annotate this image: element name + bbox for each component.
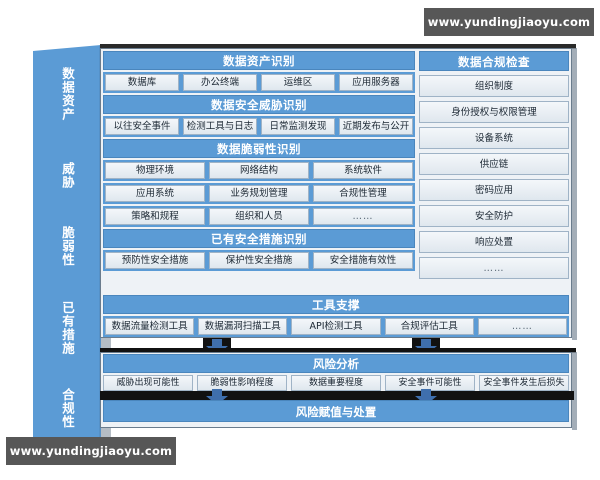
chip-row-vulnerability-1: 物理环境 网络结构 系统软件 [103,160,415,181]
chip-organization-people[interactable]: 组织和人员 [209,208,309,225]
tool-support-block: 工具支撑 数据流量检测工具 数据漏洞扫描工具 API检测工具 合规评估工具 …… [103,295,569,339]
chip-physical-environment[interactable]: 物理环境 [105,162,205,179]
chip-vulnerability-more[interactable]: …… [313,208,413,225]
section-header-tool-support: 工具支撑 [103,295,569,314]
rchip-org-system[interactable]: 组织制度 [419,75,569,97]
spine-label-data-asset: 数据资产 [60,67,75,121]
chip-threat-likelihood[interactable]: 威胁出现可能性 [103,375,193,391]
section-header-risk-analysis: 风险分析 [103,354,569,373]
risk-mid-bar [100,391,574,400]
chip-incident-loss[interactable]: 安全事件发生后损失 [479,375,569,391]
chip-past-incidents[interactable]: 以往安全事件 [105,118,179,135]
chip-row-data-asset: 数据库 办公终端 运维区 应用服务器 [103,72,415,93]
spine-label-compliance: 合规性 [60,387,75,429]
chip-database[interactable]: 数据库 [105,74,179,91]
chip-office-terminal[interactable]: 办公终端 [183,74,257,91]
chip-compliance-management[interactable]: 合规性管理 [313,185,413,202]
chip-ops-zone[interactable]: 运维区 [261,74,335,91]
watermark-top: www.yundingjiaoyu.com [424,8,594,36]
rchip-supply-chain[interactable]: 供应链 [419,153,569,175]
chip-data-importance[interactable]: 数据重要程度 [291,375,381,391]
rchip-compliance-more[interactable]: …… [419,257,569,279]
risk-factor-row: 威胁出现可能性 脆弱性影响程度 数据重要程度 安全事件可能性 安全事件发生后损失 [103,375,569,391]
chip-network-structure[interactable]: 网络结构 [209,162,309,179]
section-header-vulnerability: 数据脆弱性识别 [103,139,415,158]
spine-label-existing-measures: 已有措施 [60,301,75,355]
chip-daily-monitoring[interactable]: 日常监测发现 [261,118,335,135]
chip-row-tool-support: 数据流量检测工具 数据漏洞扫描工具 API检测工具 合规评估工具 …… [103,316,569,337]
section-footer-risk-assignment: 风险赋值与处置 [103,400,569,422]
section-header-threat: 数据安全威胁识别 [103,95,415,114]
spine-label-vulnerability: 脆弱性 [60,225,75,267]
chip-public-disclosure[interactable]: 近期发布与公开 [339,118,413,135]
chip-row-existing-measures: 预防性安全措施 保护性安全措施 安全措施有效性 [103,250,415,271]
chip-row-vulnerability-2: 应用系统 业务规划管理 合规性管理 [103,183,415,204]
panel-top-bar [100,44,576,49]
chip-compliance-assessment-tool[interactable]: 合规评估工具 [384,318,474,335]
watermark-bottom: www.yundingjiaoyu.com [6,437,176,465]
chip-measure-effectiveness[interactable]: 安全措施有效性 [313,252,413,269]
chip-business-planning[interactable]: 业务规划管理 [209,185,309,202]
rchip-device-system[interactable]: 设备系统 [419,127,569,149]
risk-top-bar [100,348,576,353]
chip-tools-and-logs[interactable]: 检测工具与日志 [183,118,257,135]
section-header-data-asset: 数据资产识别 [103,51,415,70]
category-spine: 数据资产 威胁 脆弱性 已有措施 合规性 [33,45,101,447]
panel-right-shadow [572,48,577,340]
chip-system-software[interactable]: 系统软件 [313,162,413,179]
chip-policy-procedure[interactable]: 策略和规程 [105,208,205,225]
chip-protective-measures[interactable]: 保护性安全措施 [209,252,309,269]
rchip-cryptography[interactable]: 密码应用 [419,179,569,201]
compliance-column: 数据合规检查 组织制度 身份授权与权限管理 设备系统 供应链 密码应用 安全防护… [419,51,569,283]
risk-right-shadow [572,352,577,430]
chip-vulnerability-impact[interactable]: 脆弱性影响程度 [197,375,287,391]
identification-column: 数据资产识别 数据库 办公终端 运维区 应用服务器 数据安全威胁识别 以往安全事… [103,51,415,273]
chip-app-server[interactable]: 应用服务器 [339,74,413,91]
chip-tool-more[interactable]: …… [477,318,568,335]
rchip-incident-response[interactable]: 响应处置 [419,231,569,253]
section-header-compliance-check: 数据合规检查 [419,51,569,71]
chip-preventive-measures[interactable]: 预防性安全措施 [105,252,205,269]
chip-application-system[interactable]: 应用系统 [105,185,205,202]
rchip-security-protection[interactable]: 安全防护 [419,205,569,227]
chip-row-threat: 以往安全事件 检测工具与日志 日常监测发现 近期发布与公开 [103,116,415,137]
chip-traffic-detection-tool[interactable]: 数据流量检测工具 [105,318,195,335]
chip-api-detection-tool[interactable]: API检测工具 [291,318,381,335]
rchip-identity-authz[interactable]: 身份授权与权限管理 [419,101,569,123]
spine-label-threat: 威胁 [60,161,75,189]
chip-vuln-scan-tool[interactable]: 数据漏洞扫描工具 [198,318,288,335]
chip-row-vulnerability-3: 策略和规程 组织和人员 …… [103,206,415,227]
section-header-existing-measures: 已有安全措施识别 [103,229,415,248]
